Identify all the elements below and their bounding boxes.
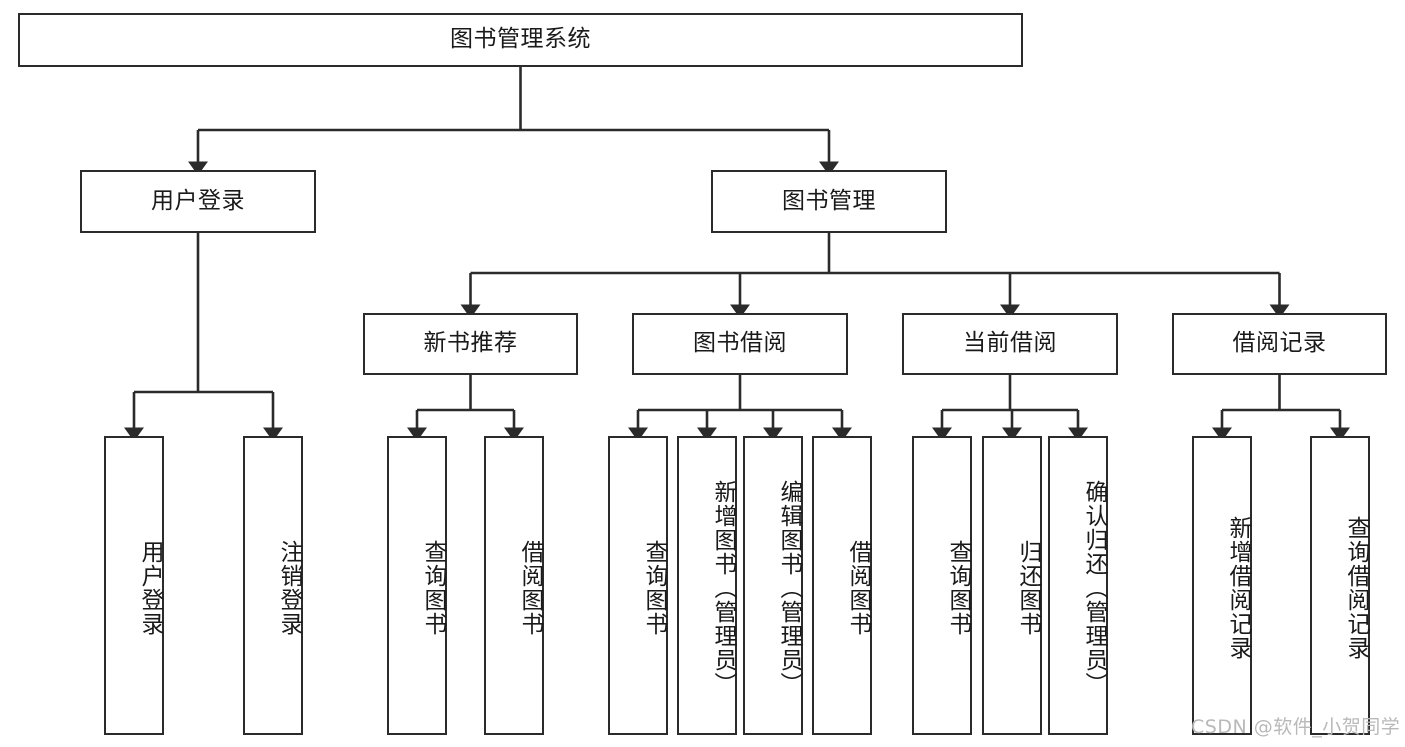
csdn-watermark: CSDN @软件_小贺同学 — [1191, 716, 1401, 738]
node-leaf-confirm-return[interactable]: 确认归还（管理员） — [1048, 436, 1108, 735]
node-label: 查询图书 — [945, 539, 971, 636]
node-label: 用户登录 — [137, 539, 163, 636]
node-label: 借阅图书 — [845, 539, 871, 636]
node-user-login[interactable]: 用户登录 — [80, 170, 316, 233]
node-leaf-query-book-c[interactable]: 查询图书 — [912, 436, 972, 735]
node-label: 查询图书 — [641, 539, 667, 636]
node-label: 查询图书 — [420, 539, 446, 636]
node-label: 借阅图书 — [517, 539, 543, 636]
node-current-borrow[interactable]: 当前借阅 — [902, 313, 1118, 375]
node-leaf-user-login[interactable]: 用户登录 — [104, 436, 164, 735]
node-leaf-borrow-book-a[interactable]: 借阅图书 — [484, 436, 544, 735]
node-leaf-query-book-b[interactable]: 查询图书 — [608, 436, 668, 735]
node-label: 图书管理系统 — [450, 26, 591, 53]
node-label: 用户登录 — [151, 187, 245, 214]
node-label: 归还图书 — [1015, 539, 1041, 636]
node-new-book-recommend[interactable]: 新书推荐 — [363, 313, 578, 375]
node-label: 查询借阅记录 — [1343, 515, 1369, 660]
node-leaf-query-record[interactable]: 查询借阅记录 — [1310, 436, 1370, 735]
node-label: 当前借阅 — [963, 330, 1057, 357]
node-borrow-record[interactable]: 借阅记录 — [1172, 313, 1387, 375]
node-leaf-add-book[interactable]: 新增图书（管理员） — [677, 436, 737, 735]
node-label: 注销登录 — [276, 539, 302, 636]
node-book-borrow[interactable]: 图书借阅 — [632, 313, 848, 375]
node-leaf-user-logout[interactable]: 注销登录 — [243, 436, 303, 735]
node-label: 新书推荐 — [423, 330, 518, 357]
node-label: 编辑图书（管理员） — [776, 479, 802, 696]
node-label: 新增借阅记录 — [1225, 515, 1251, 660]
node-leaf-borrow-book-b[interactable]: 借阅图书 — [812, 436, 872, 735]
node-label: 借阅记录 — [1232, 330, 1327, 357]
node-label: 图书管理 — [782, 187, 876, 214]
node-root[interactable]: 图书管理系统 — [18, 13, 1023, 67]
node-label: 新增图书（管理员） — [710, 479, 736, 696]
node-label: 确认归还（管理员） — [1081, 479, 1107, 696]
node-leaf-add-record[interactable]: 新增借阅记录 — [1192, 436, 1252, 735]
node-leaf-edit-book[interactable]: 编辑图书（管理员） — [743, 436, 803, 735]
node-label: 图书借阅 — [693, 330, 787, 357]
node-book-manage[interactable]: 图书管理 — [711, 170, 947, 233]
node-leaf-query-book-a[interactable]: 查询图书 — [387, 436, 447, 735]
node-leaf-return-book[interactable]: 归还图书 — [982, 436, 1042, 735]
